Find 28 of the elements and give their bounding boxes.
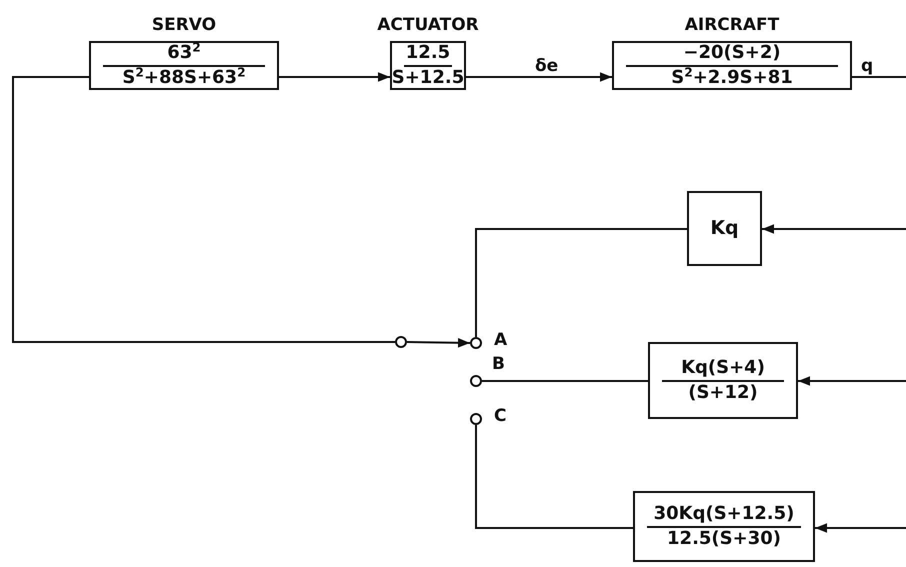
signal-line	[815, 523, 906, 533]
numerator: Kq(S+4)	[680, 358, 766, 378]
signal-line	[475, 228, 687, 337]
switch-terminal	[470, 337, 482, 349]
denominator: 12.5(S+30)	[666, 528, 782, 550]
numerator: −20(S+2)	[682, 42, 782, 64]
signal-line	[762, 224, 906, 234]
numerator: 30Kq(S+12.5)	[652, 504, 796, 524]
denominator: (S+12)	[687, 382, 759, 404]
signal-line	[475, 425, 633, 529]
signal-line	[798, 376, 906, 386]
switch-terminal	[470, 413, 482, 425]
signal-line	[466, 72, 612, 82]
signal-line	[12, 76, 395, 343]
block-heading: AIRCRAFT	[684, 15, 780, 35]
numerator: 12.5	[404, 42, 452, 64]
signal-line	[279, 72, 390, 82]
signal-line	[482, 380, 648, 382]
block-heading: ACTUATOR	[376, 15, 480, 35]
switch-terminal	[470, 375, 482, 387]
signal-line	[406, 338, 470, 348]
denominator: S$^{2}$+88S+63$^{2}$	[121, 68, 247, 88]
switch-terminal	[395, 336, 407, 348]
denominator: S+12.5	[390, 68, 466, 88]
denominator: S$^{2}$+2.9S+81	[670, 68, 794, 88]
block-heading: SERVO	[150, 15, 218, 35]
gain-text: Kq	[709, 218, 740, 240]
signal-line	[852, 76, 906, 78]
